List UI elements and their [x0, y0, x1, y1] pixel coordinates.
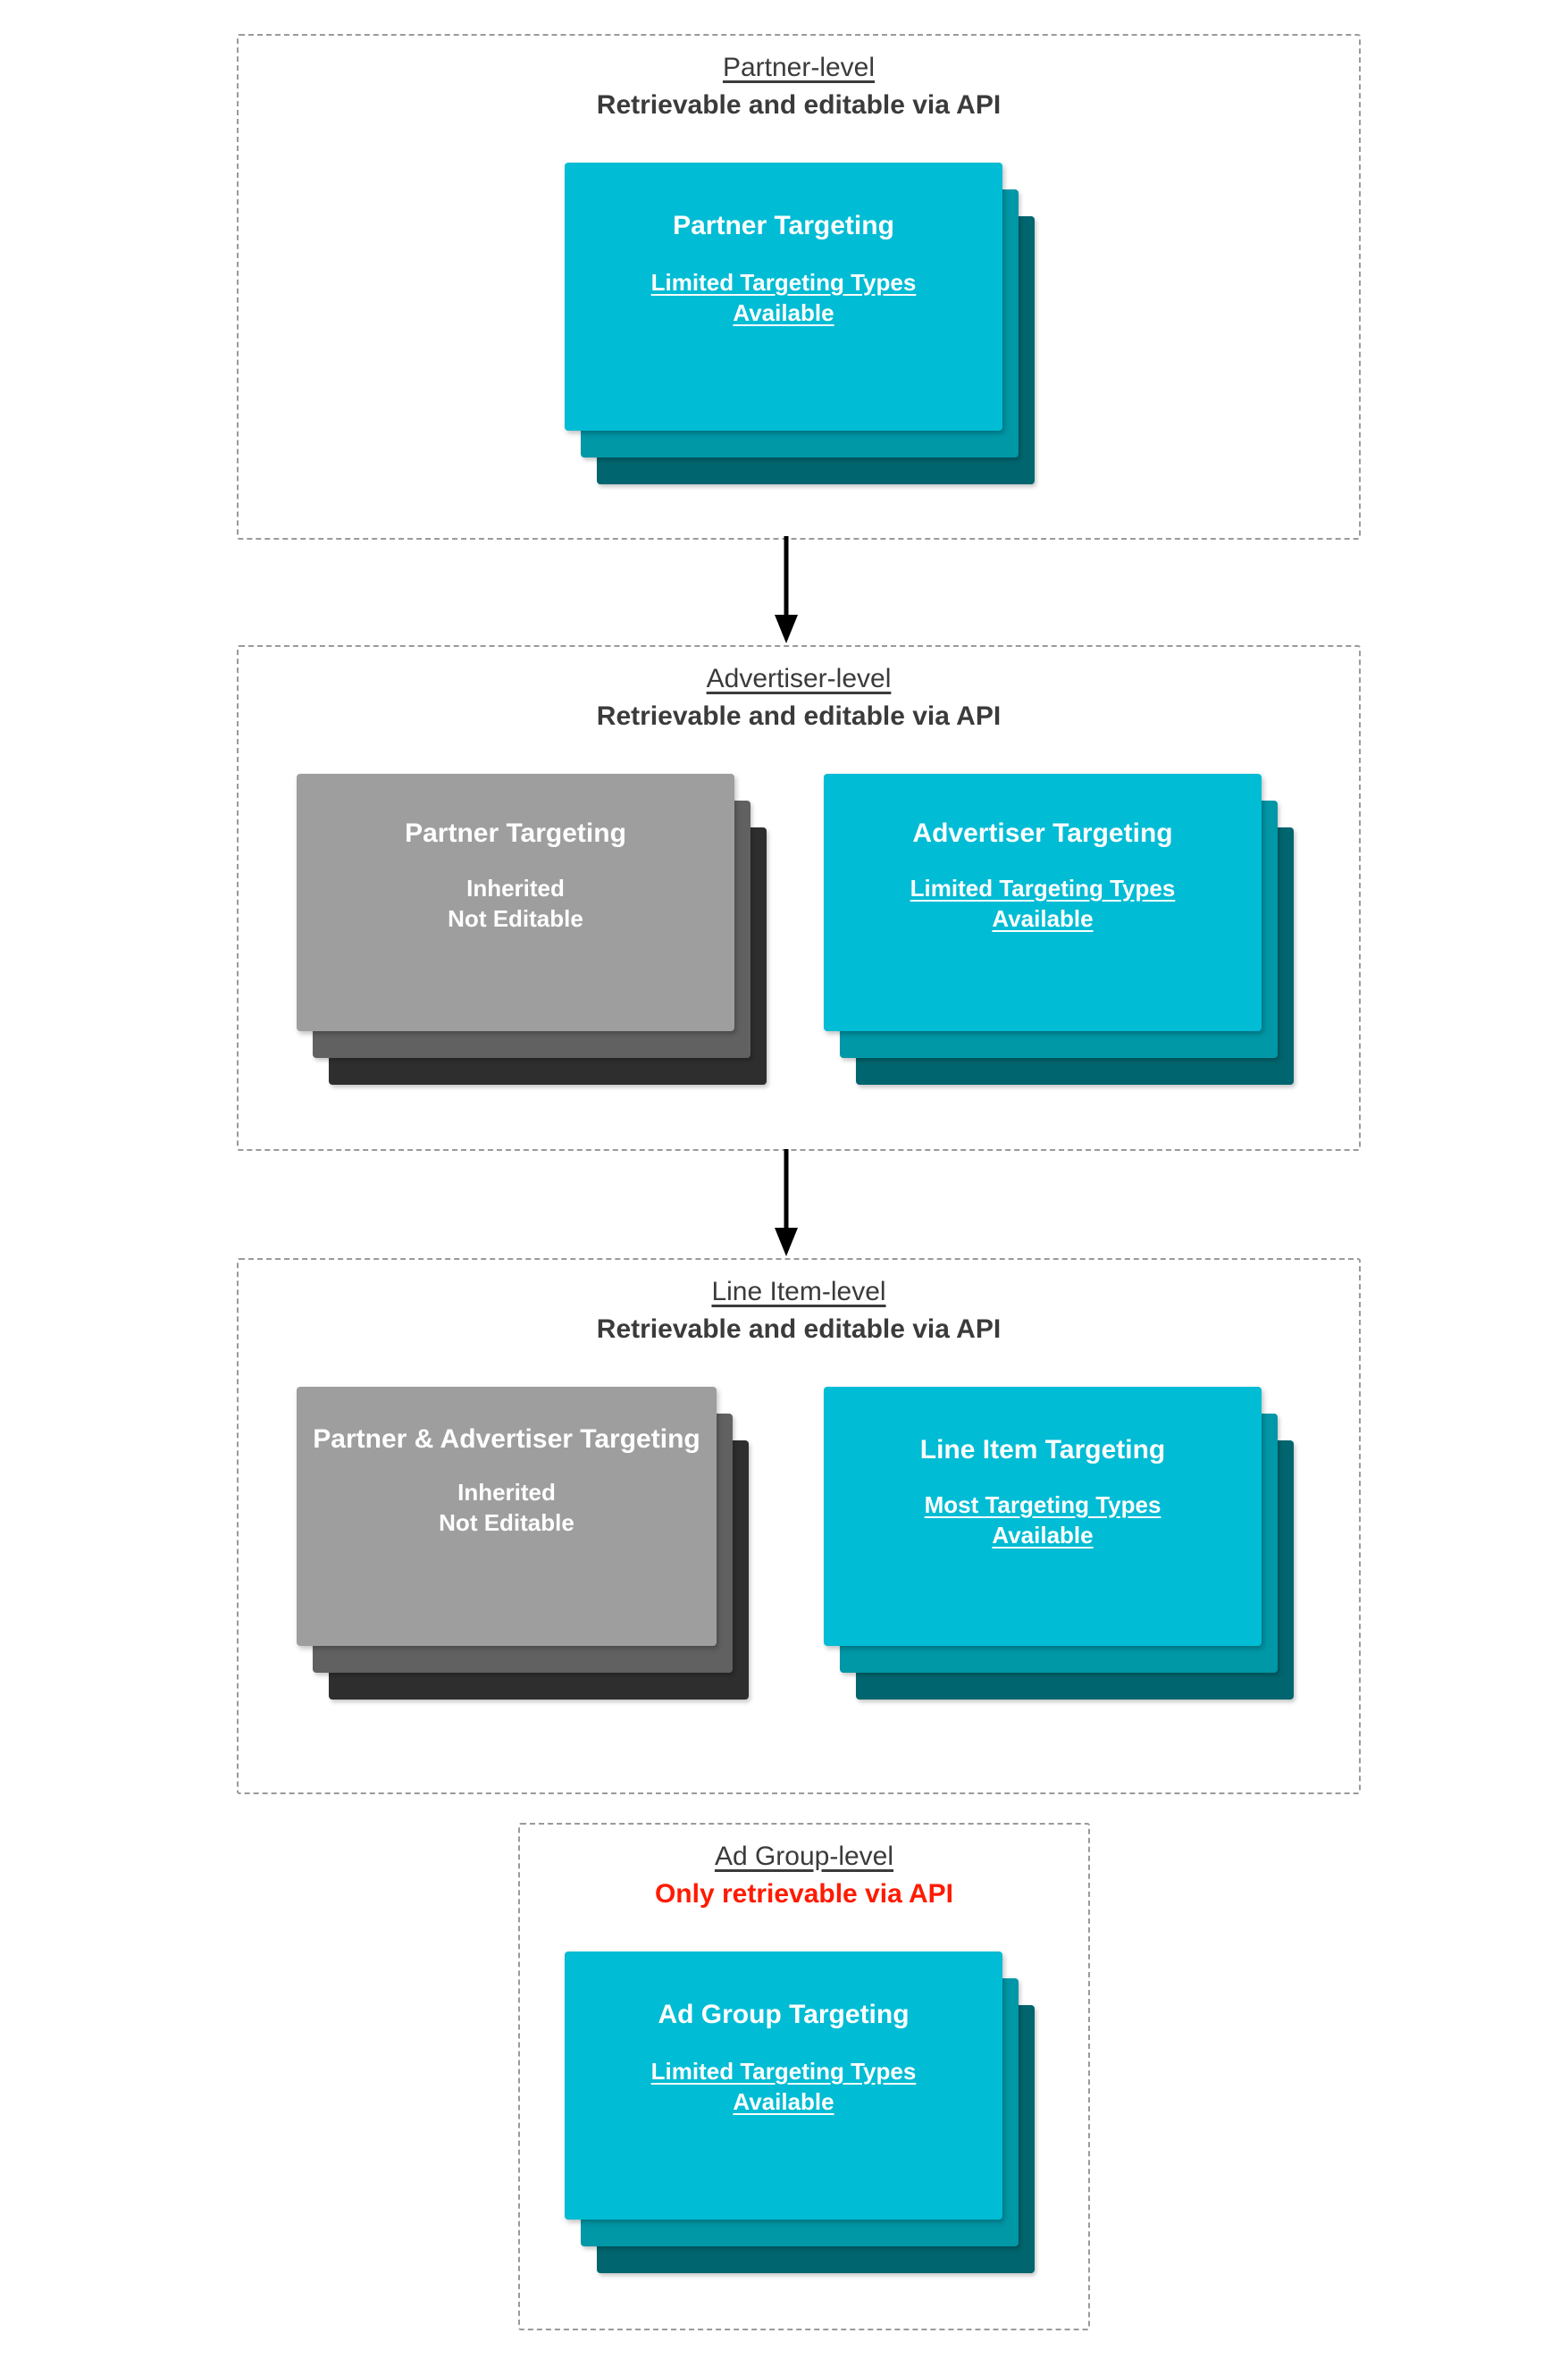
- card-title: Partner Targeting: [405, 818, 626, 848]
- level-title-ad-group: Ad Group-level: [714, 1842, 894, 1871]
- level-header-advertiser: Advertiser-level Retrievable and editabl…: [239, 647, 1359, 734]
- arrow-advertiser-to-line-item: [775, 1149, 798, 1256]
- card-stack-inherited-partner-advertiser-targeting: Partner & Advertiser Targeting Inherited…: [297, 1387, 770, 1762]
- card-ad-group-targeting[interactable]: Ad Group Targeting Limited Targeting Typ…: [565, 1952, 1002, 2220]
- card-stack-ad-group-targeting: Ad Group Targeting Limited Targeting Typ…: [565, 1952, 1038, 2309]
- card-title: Advertiser Targeting: [912, 818, 1173, 848]
- level-subtitle-line-item: Retrievable and editable via API: [596, 1314, 1002, 1344]
- card-subtitle-line1: Inherited: [457, 1478, 556, 1506]
- card-subtitle-line2: Available: [992, 904, 1094, 932]
- card-stack-partner-targeting: Partner Targeting Limited Targeting Type…: [565, 163, 1038, 520]
- card-title: Partner & Advertiser Targeting: [313, 1424, 700, 1454]
- card-inherited-partner-advertiser-targeting[interactable]: Partner & Advertiser Targeting Inherited…: [297, 1387, 717, 1646]
- card-subtitle-line2: Not Editable: [439, 1508, 574, 1536]
- level-subtitle-ad-group: Only retrievable via API: [654, 1879, 954, 1909]
- level-header-line-item: Line Item-level Retrievable and editable…: [239, 1260, 1359, 1347]
- card-partner-targeting[interactable]: Partner Targeting Limited Targeting Type…: [565, 163, 1002, 431]
- level-box-advertiser: Advertiser-level Retrievable and editabl…: [237, 645, 1361, 1151]
- card-stack-line-item-targeting: Line Item Targeting Most Targeting Types…: [824, 1387, 1297, 1762]
- level-box-line-item: Line Item-level Retrievable and editable…: [237, 1258, 1361, 1794]
- card-subtitle-line1: Most Targeting Types: [924, 1490, 1161, 1518]
- card-subtitle-line1: Inherited: [466, 874, 565, 902]
- card-title: Partner Targeting: [673, 211, 894, 240]
- card-subtitle-line1: Limited Targeting Types: [650, 2057, 917, 2085]
- card-title: Line Item Targeting: [919, 1435, 1166, 1465]
- level-title-advertiser: Advertiser-level: [706, 664, 892, 693]
- card-subtitle-line1: Limited Targeting Types: [650, 268, 917, 296]
- card-stack-inherited-partner-targeting: Partner Targeting Inherited Not Editable: [297, 774, 770, 1131]
- level-title-partner: Partner-level: [722, 53, 876, 82]
- level-header-ad-group: Ad Group-level Only retrievable via API: [520, 1825, 1088, 1911]
- card-inherited-partner-targeting[interactable]: Partner Targeting Inherited Not Editable: [297, 774, 734, 1031]
- level-header-partner: Partner-level Retrievable and editable v…: [239, 36, 1359, 122]
- card-subtitle-line2: Available: [733, 2087, 834, 2115]
- card-subtitle-line2: Available: [992, 1521, 1094, 1549]
- card-subtitle-line1: Limited Targeting Types: [910, 874, 1176, 902]
- level-box-partner: Partner-level Retrievable and editable v…: [237, 34, 1361, 540]
- level-box-ad-group: Ad Group-level Only retrievable via API …: [518, 1823, 1090, 2330]
- level-title-line-item: Line Item-level: [711, 1277, 886, 1306]
- card-advertiser-targeting[interactable]: Advertiser Targeting Limited Targeting T…: [824, 774, 1262, 1031]
- card-line-item-targeting[interactable]: Line Item Targeting Most Targeting Types…: [824, 1387, 1262, 1646]
- level-subtitle-advertiser: Retrievable and editable via API: [596, 701, 1002, 731]
- card-title: Ad Group Targeting: [658, 2000, 910, 2029]
- level-subtitle-partner: Retrievable and editable via API: [596, 90, 1002, 120]
- card-stack-advertiser-targeting: Advertiser Targeting Limited Targeting T…: [824, 774, 1297, 1131]
- arrow-partner-to-advertiser: [775, 536, 798, 643]
- card-subtitle-line2: Available: [733, 298, 834, 326]
- card-subtitle-line2: Not Editable: [448, 904, 583, 932]
